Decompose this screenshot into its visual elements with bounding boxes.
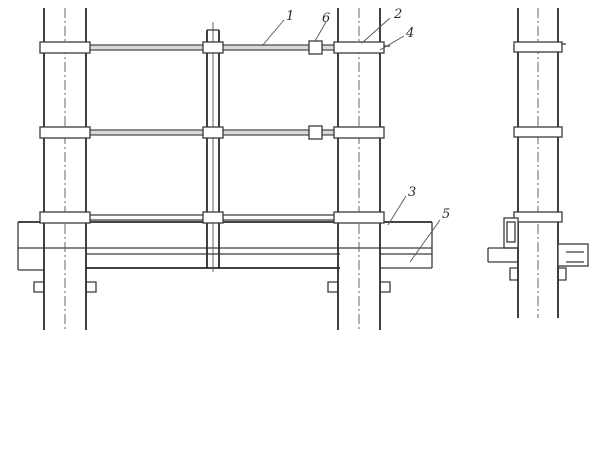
front-view: 1 2 3 4 5 6 [17, 7, 450, 330]
side-beam [487, 217, 589, 281]
callout-1: 1 [286, 9, 294, 24]
callout-3: 3 [408, 185, 416, 200]
callout-5: 5 [442, 207, 450, 222]
left-post [33, 8, 97, 330]
beam [17, 221, 433, 271]
callout-4: 4 [405, 26, 414, 41]
right-post [327, 8, 391, 330]
clamps-left [39, 41, 91, 224]
side-view [487, 8, 589, 318]
clamps-center [202, 41, 224, 224]
side-clamp-bottom [513, 211, 563, 223]
turnbuckle-middle [308, 125, 323, 140]
callout-6: 6 [322, 11, 330, 26]
side-post [517, 8, 559, 318]
callout-2: 2 [393, 7, 402, 22]
center-strip [206, 22, 220, 272]
side-clamp-top [513, 41, 563, 53]
leaders-front [261, 17, 441, 263]
side-clamp-middle [513, 126, 563, 138]
clamps-right [333, 41, 390, 224]
turnbuckle-top [308, 40, 323, 55]
